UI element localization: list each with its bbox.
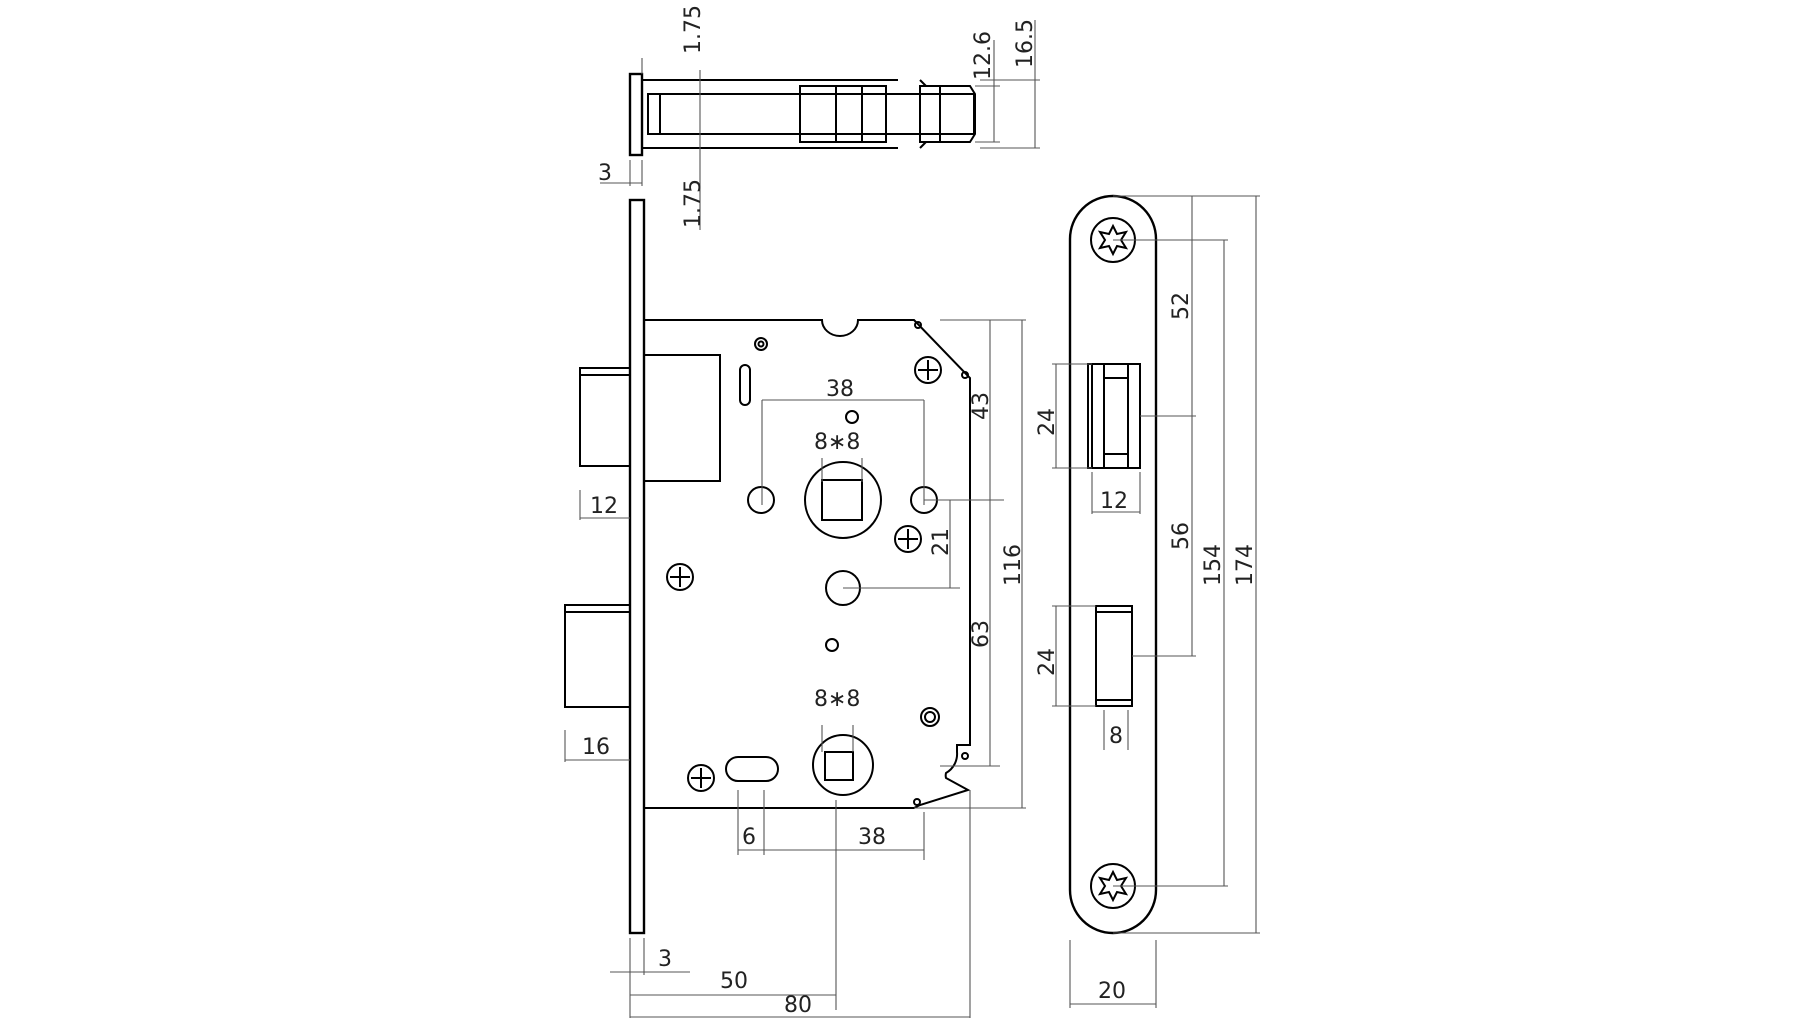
dim-strike-174: 174 [1233, 544, 1258, 586]
dim-top-16-5: 16.5 [1013, 19, 1038, 68]
dim-square-8x8-bottom: 8∗8 [814, 687, 860, 712]
dim-top-1-75-a: 1.75 [681, 5, 706, 54]
dim-hole-21: 21 [929, 528, 954, 556]
dim-top-1-75-b: 1.75 [681, 179, 706, 228]
dim-strike-8: 8 [1109, 724, 1123, 749]
dim-strike-154: 154 [1201, 544, 1226, 586]
dim-top-12-6: 12.6 [971, 31, 996, 80]
dim-depth-80: 80 [784, 993, 812, 1018]
dim-strike-24-top: 24 [1035, 408, 1060, 436]
screw-bottom-left [687, 764, 715, 792]
dim-backset-38-top: 38 [826, 377, 854, 402]
dim-strike-12: 12 [1100, 489, 1128, 514]
dim-latch-16: 16 [582, 735, 610, 760]
dim-strike-24-bottom: 24 [1035, 648, 1060, 676]
dim-height-116: 116 [1001, 544, 1026, 586]
strike-dimension-lines [1052, 195, 1260, 1008]
dim-faceplate-3: 3 [658, 947, 672, 972]
screw-mid-left [666, 563, 694, 591]
top-view-latch [600, 20, 1040, 230]
dim-square-8x8-top: 8∗8 [814, 430, 860, 455]
lock-body-side-view [564, 198, 971, 935]
dim-slot-6: 6 [742, 825, 756, 850]
dim-bolt-12: 12 [590, 494, 618, 519]
strike-plate [1068, 194, 1158, 935]
dim-strike-width-20: 20 [1098, 979, 1126, 1004]
dim-height-43: 43 [969, 392, 994, 420]
screw-mid-right [894, 525, 922, 553]
dim-strike-56: 56 [1169, 522, 1194, 550]
dim-strike-52: 52 [1169, 292, 1194, 320]
side-view-dimension-lines [564, 319, 1026, 1018]
dim-backset-38-bottom: 38 [858, 825, 886, 850]
screw-top-right [914, 356, 942, 384]
dim-backset-50: 50 [720, 969, 748, 994]
dim-height-63: 63 [969, 620, 994, 648]
dim-top-3: 3 [598, 161, 612, 186]
